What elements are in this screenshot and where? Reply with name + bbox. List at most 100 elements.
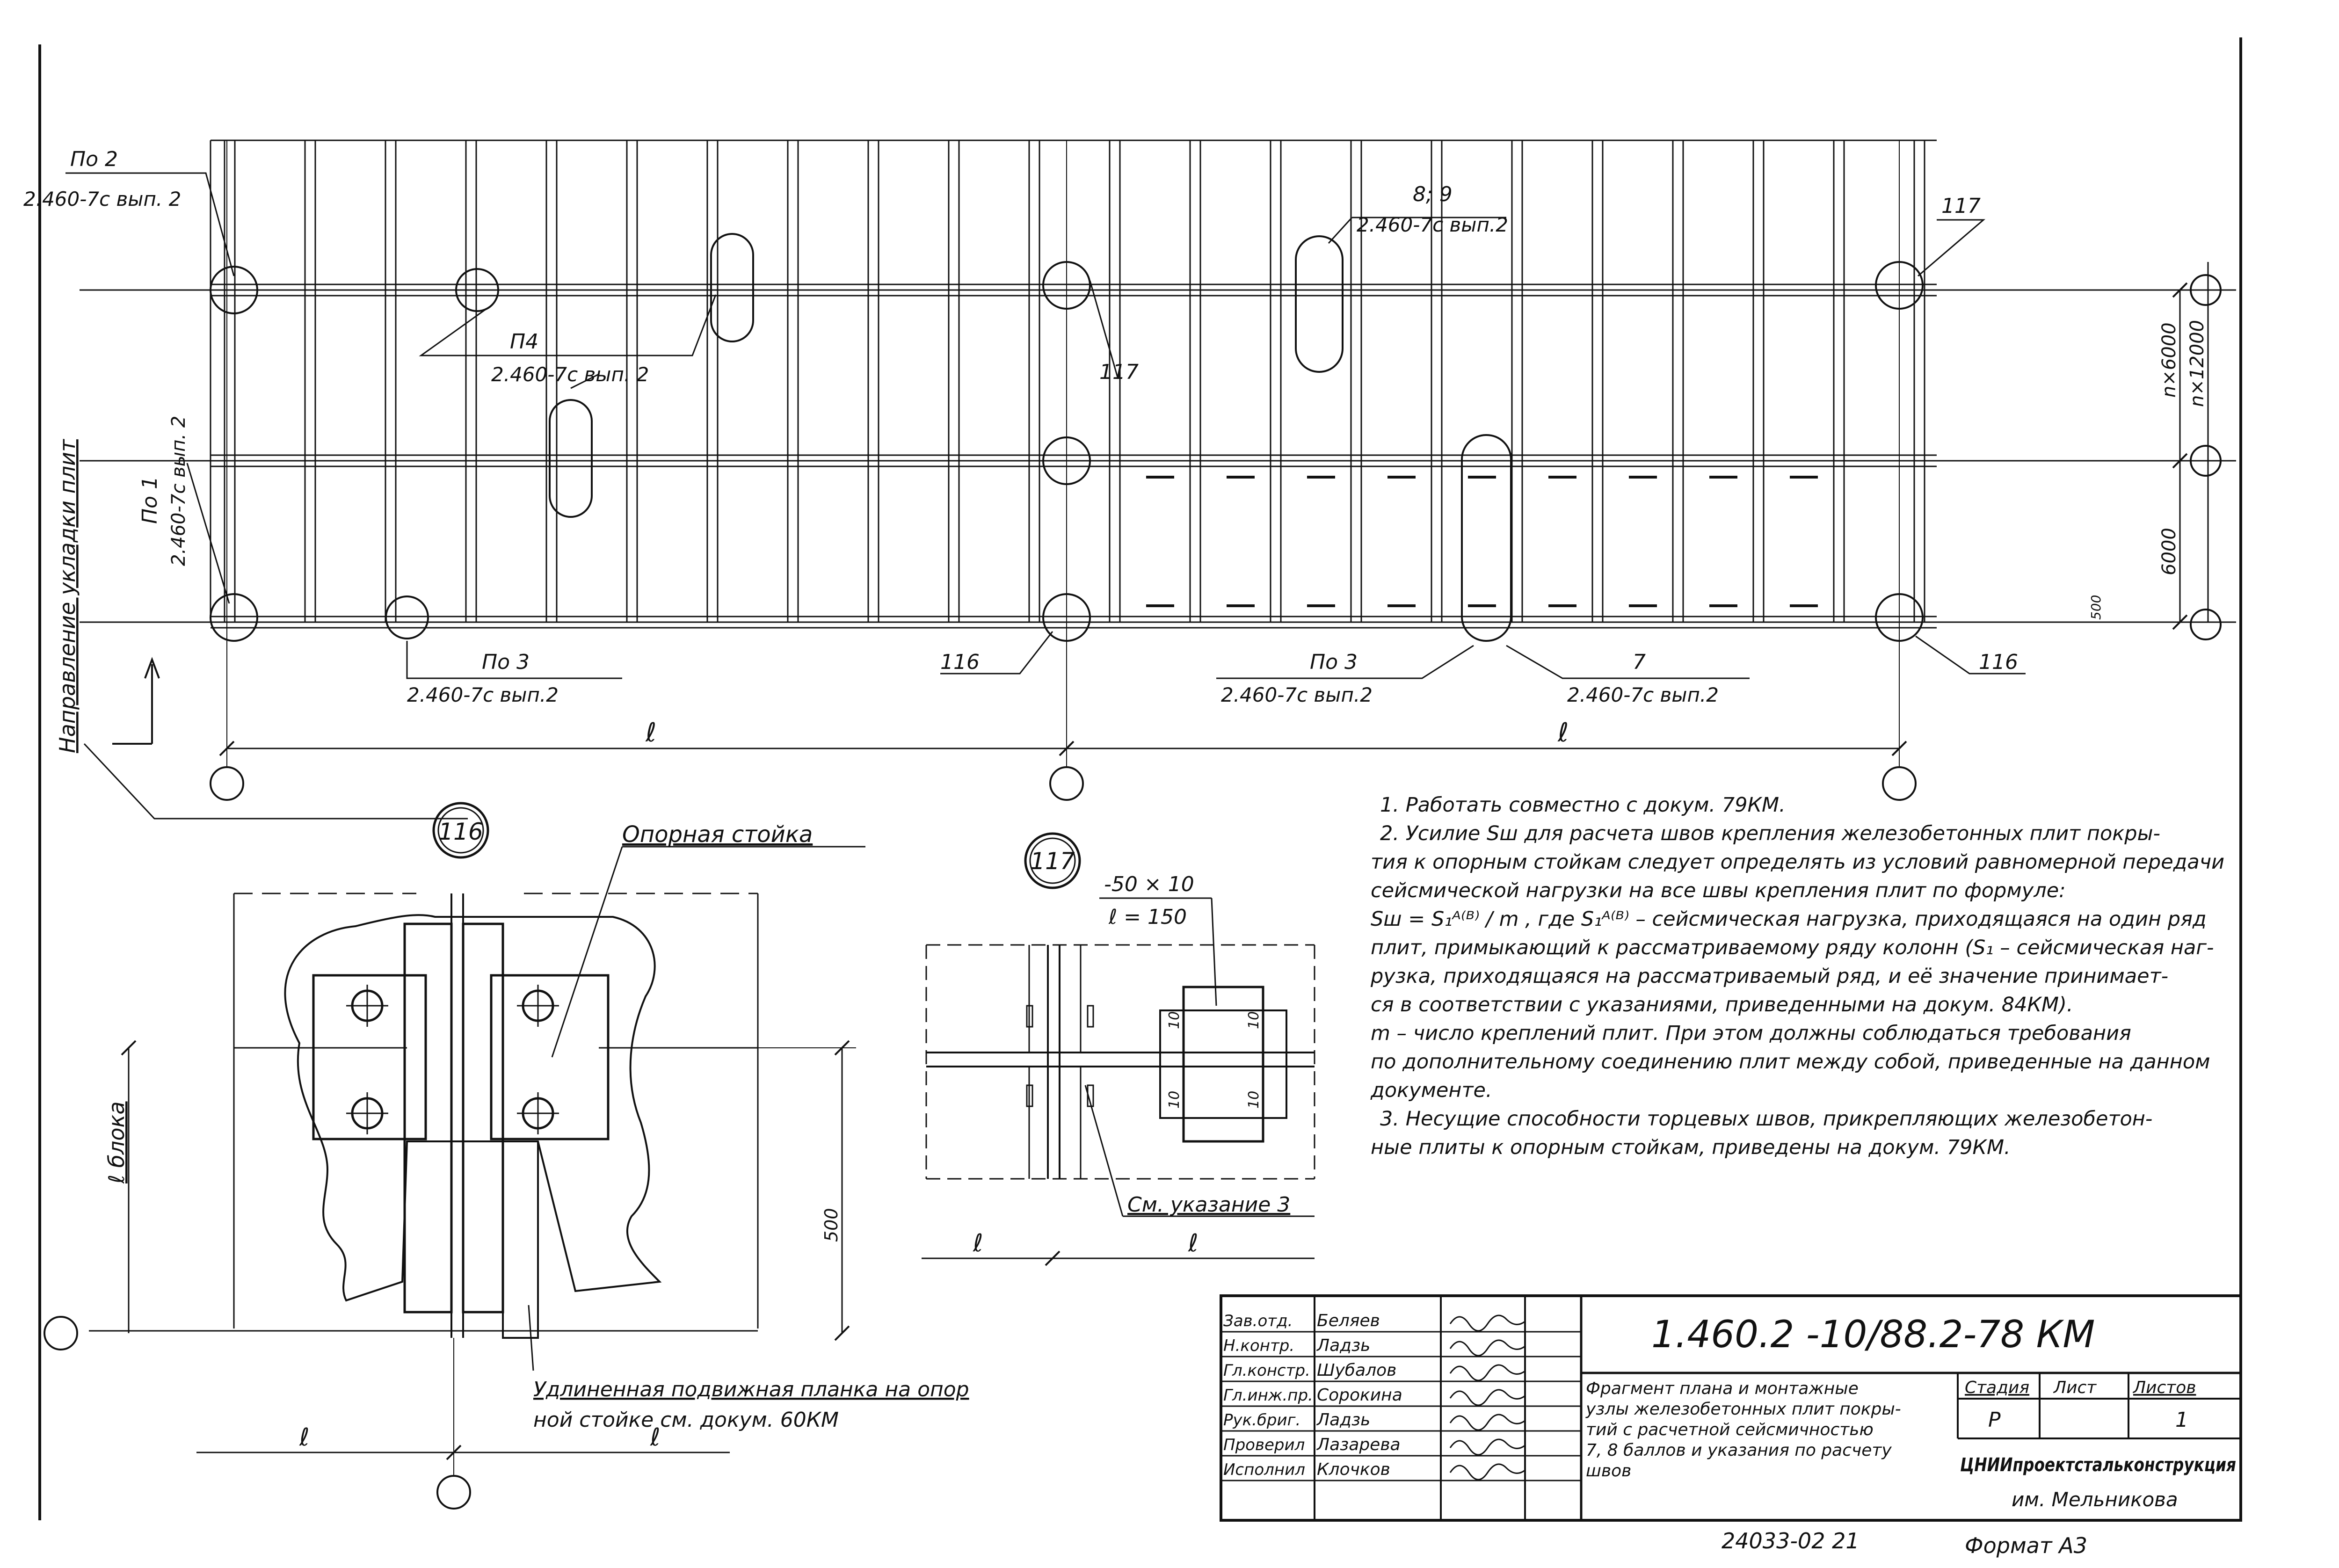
note-line: ся в соответствии с указаниями, приведен… [1371, 993, 2073, 1016]
note-line: 3. Несущие способности торцевых швов, пр… [1380, 1107, 2152, 1131]
axis-bubble-col-1 [210, 766, 244, 801]
callout-89-ref: 2.460-7с вып.2 [1357, 213, 1508, 236]
callout-7-title: 7 [1633, 650, 1646, 674]
note-leader [528, 1305, 534, 1371]
slot-callout-7 [1461, 434, 1512, 642]
tb-sheets: 1 [2175, 1408, 2188, 1432]
leader-116-left [940, 631, 1053, 675]
direction-label: Направление укладки плит [55, 439, 80, 753]
signature-icon [1449, 1414, 1525, 1431]
note-line: по дополнительному соединению плит между… [1371, 1050, 2210, 1074]
d117-slot-1 [1026, 1005, 1033, 1028]
leader-116-right [1915, 635, 2026, 675]
span-tick-3 [1891, 740, 1907, 756]
d117-steel-plate [1182, 986, 1264, 1143]
tb-desc-line: узлы железобетонных плит покры- [1585, 1400, 1901, 1419]
node-circle-po3 [385, 595, 429, 639]
detail-116-axis-bubble-bottom [436, 1475, 471, 1510]
detail-116-span-tick [446, 1445, 462, 1460]
note-line: документе. [1370, 1079, 1492, 1102]
span-tick-2 [1059, 740, 1075, 756]
detail-117-bubble-inner [1029, 837, 1076, 884]
tb-desc-line: тий с расчетной сейсмичностью [1586, 1420, 1874, 1439]
tb-role: Исполнил [1223, 1460, 1305, 1479]
detail-117-plate-leader [1211, 898, 1217, 1006]
direction-leader [83, 743, 468, 820]
tb-role: Н.контр. [1223, 1336, 1294, 1355]
signature-icon [1449, 1438, 1525, 1456]
callout-po1-ref: 2.460-7с вып. 2 [168, 416, 189, 566]
node-circle-116-right [1875, 593, 1924, 642]
tb-sheet-label: Лист [2053, 1378, 2097, 1397]
slab-grid [210, 139, 1937, 629]
dim-n6000: n×6000 [2158, 322, 2180, 398]
detail-117-bubble [1024, 832, 1081, 889]
axis-bubble-col-2 [1049, 766, 1084, 801]
dim-tick-c [2172, 614, 2188, 630]
detail-116-title: Опорная стойка [622, 821, 813, 848]
title-block-frame [1220, 1294, 2242, 1522]
callout-po3-left-ref: 2.460-7с вып.2 [407, 683, 559, 706]
axis-bubble-top [2190, 274, 2222, 306]
d117-span-left: ℓ [973, 1229, 983, 1257]
bolts [346, 985, 559, 1134]
leader-po1 [186, 463, 230, 604]
detail-116-bubble [432, 802, 489, 859]
d117-span-tick [1045, 1250, 1061, 1266]
dim-tick-b [2172, 453, 2188, 469]
node-circle-117-top [1042, 261, 1091, 310]
plan-fragment: ℓ ℓ n×6000 n×12000 6000 500 [23, 139, 2236, 820]
tb-rows: Зав.отд.БеляевН.контр.ЛадзьГл.констр.Шуб… [1221, 1311, 1581, 1481]
tb-desc-line: швов [1586, 1461, 1631, 1481]
note-line: рузка, приходящаяся на рассматриваемый р… [1370, 965, 2168, 988]
movable-plate [502, 1141, 539, 1339]
support-plate-left [312, 974, 427, 1140]
signature-icon [1449, 1463, 1525, 1481]
callout-po2-title: По 2 [70, 147, 118, 171]
callout-po3-left-title: По 3 [482, 650, 530, 674]
signature-icon [1449, 1339, 1525, 1357]
signature-icon [1449, 1314, 1525, 1332]
d117-weld-4: 10 [1246, 1091, 1262, 1109]
callout-po3-mid-ref: 2.460-7с вып.2 [1221, 683, 1373, 706]
callout-89-title: 8; 9 [1413, 182, 1453, 206]
signature-icon [1449, 1364, 1525, 1381]
general-notes: 1. Работать совместно с докум. 79КМ.2. У… [1370, 793, 2224, 1159]
callout-p4-ref: 2.460-7с вып. 2 [491, 363, 649, 386]
node-circle-117-mid [1042, 436, 1091, 485]
callout-po1-title: По 1 [138, 476, 162, 524]
note-line: сейсмической нагрузки на все швы креплен… [1371, 879, 2066, 902]
callout-p4-title: П4 [510, 330, 538, 354]
note-line: 1. Работать совместно с докум. 79КМ. [1380, 793, 1786, 817]
dim-n12000: n×12000 [2186, 320, 2208, 407]
detail-116-number: 116 [438, 818, 483, 845]
tb-name: Лазарева [1316, 1435, 1401, 1454]
d117-weld-3: 10 [1166, 1091, 1183, 1109]
break-line-contour [284, 914, 662, 1302]
leader-po3-mid [1216, 645, 1474, 679]
tb-desc-line: Фрагмент плана и монтажные [1586, 1379, 1859, 1398]
leader-po2 [65, 172, 235, 276]
callout-116-left: 116 [940, 650, 980, 674]
span-label-left: ℓ [645, 718, 656, 748]
axis-bubble-bottom [2190, 609, 2222, 640]
dim-block-tick-top [121, 1040, 137, 1056]
dim-block-label: ℓ блока [104, 1101, 129, 1184]
dim-500-tick-bottom [834, 1325, 850, 1341]
tb-role: Зав.отд. [1223, 1312, 1293, 1330]
detail-116-note-2: ной стойке см. докум. 60КМ [533, 1408, 839, 1432]
detail-116-title-leader [551, 846, 623, 1058]
dim-500: 500 [2088, 595, 2104, 620]
d117-weld-1: 10 [1166, 1011, 1183, 1029]
tb-name: Сорокина [1317, 1386, 1402, 1405]
note-line: плит, примыкающий к рассматриваемому ряд… [1371, 936, 2214, 959]
callout-116-right: 116 [1979, 650, 2018, 674]
callout-po3-mid-title: По 3 [1310, 650, 1358, 674]
note-line: тия к опорным стойкам следует определять… [1371, 850, 2224, 874]
d117-span-right: ℓ [1188, 1229, 1198, 1257]
detail-117-number: 117 [1030, 848, 1075, 875]
callout-117-mid: 117 [1099, 360, 1139, 384]
tb-description: Фрагмент плана и монтажные узлы железобет… [1585, 1379, 1901, 1481]
detail-116-axis-bubble-left [44, 1316, 78, 1350]
footer-inv: 24033-02 21 [1722, 1528, 1860, 1553]
